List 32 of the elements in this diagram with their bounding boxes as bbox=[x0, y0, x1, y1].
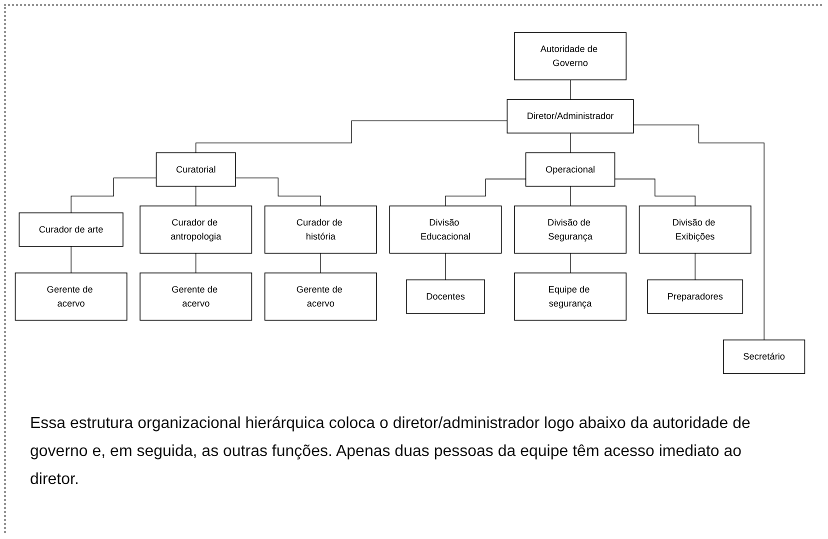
node-box: Curador de antropologia bbox=[140, 206, 252, 254]
node-box: Diretor/Administrador bbox=[506, 99, 634, 134]
connector bbox=[570, 132, 571, 154]
node-box: Docentes bbox=[406, 279, 486, 314]
connector bbox=[633, 124, 764, 340]
node-box: Divisão de Exibições bbox=[638, 206, 752, 254]
node-box: Curador de arte bbox=[18, 212, 124, 247]
node-box: Operacional bbox=[525, 152, 616, 187]
connector bbox=[570, 186, 571, 206]
connector bbox=[196, 120, 508, 154]
node-box: Curatorial bbox=[156, 152, 236, 187]
node-box: Secretário bbox=[723, 340, 806, 374]
connector bbox=[570, 80, 571, 100]
node-box: Divisão Educacional bbox=[389, 206, 502, 254]
node-box: Equipe de segurança bbox=[514, 272, 627, 321]
node-box: Gerente de acervo bbox=[264, 272, 377, 321]
connector bbox=[570, 252, 571, 274]
connector bbox=[70, 178, 157, 214]
node-box: Autoridade de Governo bbox=[514, 32, 627, 80]
caption: Essa estrutura organizacional hierárquica coloca o diretor/administrador logo abaixo da autoridade de governo e, em seguida, as outras funções. Apenas duas pessoas da equipe têm acesso imediato ao diretor. bbox=[30, 414, 752, 490]
connector bbox=[235, 178, 322, 206]
connector bbox=[445, 252, 446, 280]
connector bbox=[70, 246, 72, 274]
node-box: Gerente de acervo bbox=[14, 272, 128, 321]
connector bbox=[320, 252, 322, 274]
connector bbox=[614, 178, 696, 206]
node-box: Preparadores bbox=[647, 279, 744, 314]
connector bbox=[694, 252, 696, 280]
node-box: Gerente de acervo bbox=[140, 272, 252, 321]
node-box: Divisão de Segurança bbox=[514, 206, 627, 254]
connector bbox=[445, 178, 526, 206]
node-box: Curador de história bbox=[264, 206, 377, 254]
